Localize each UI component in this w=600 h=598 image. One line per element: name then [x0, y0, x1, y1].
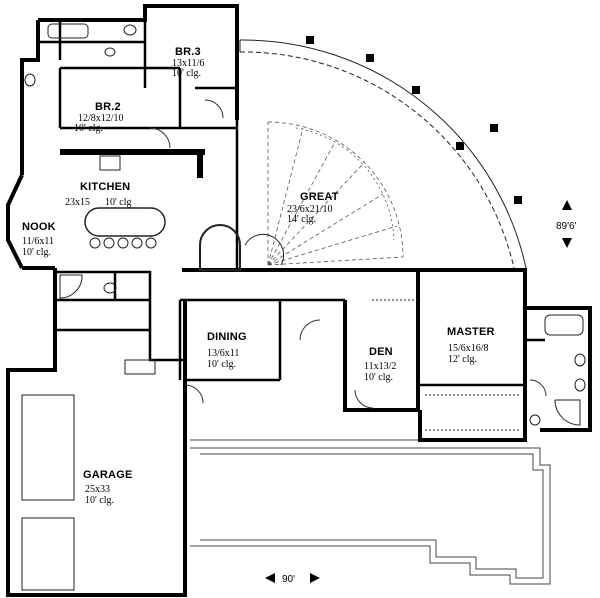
- room-den: DEN 11x13/2 10' clg.: [364, 346, 396, 383]
- patio-outline: [190, 439, 551, 585]
- room-kitchen-name: KITCHEN: [80, 181, 130, 193]
- room-great: GREAT 23/6x21/10 14' clg.: [287, 191, 339, 225]
- room-great-size: 23/6x21/10: [287, 204, 333, 215]
- room-br3: BR.3 13x11/6 10' clg.: [172, 46, 204, 79]
- deck-posts: [306, 36, 522, 204]
- depth-dimension-marker: 89'6': [556, 200, 577, 248]
- room-br2-name: BR.2: [95, 101, 121, 113]
- room-den-ceiling: 10' clg.: [364, 372, 393, 383]
- room-kitchen-ceiling: 10' clg: [105, 197, 132, 208]
- room-dining-size: 13/6x11: [207, 348, 239, 359]
- room-nook-ceiling: 10' clg.: [22, 247, 51, 258]
- curved-deck: [239, 39, 527, 269]
- room-garage-ceiling: 10' clg.: [85, 495, 114, 506]
- room-br3-size: 13x11/6: [172, 58, 204, 69]
- fixtures: [21, 23, 586, 591]
- room-den-size: 11x13/2: [364, 361, 396, 372]
- room-master-ceiling: 12' clg.: [448, 354, 477, 365]
- depth-dimension-label: 89'6': [556, 221, 577, 232]
- room-kitchen-size: 23x15: [65, 197, 90, 208]
- room-garage: GARAGE 25x33 10' clg.: [83, 469, 132, 506]
- room-br2-size: 12/8x12/10: [78, 113, 124, 124]
- interior-walls: [38, 20, 545, 387]
- room-br2-ceiling: 10' clg.: [74, 123, 103, 134]
- room-dining: DINING 13/6x11 10' clg.: [207, 331, 247, 370]
- room-br2: BR.2 12/8x12/10 10' clg.: [74, 101, 124, 134]
- doors: [149, 99, 547, 409]
- room-master-name: MASTER: [447, 326, 495, 338]
- room-br3-name: BR.3: [175, 46, 201, 58]
- room-great-ceiling: 14' clg.: [287, 214, 316, 225]
- room-dining-ceiling: 10' clg.: [207, 359, 236, 370]
- room-dining-name: DINING: [207, 331, 247, 343]
- room-br3-ceiling: 10' clg.: [172, 68, 201, 79]
- room-nook-name: NOOK: [22, 221, 56, 233]
- great-room-ceiling-pattern: [267, 121, 404, 266]
- exterior-walls: [6, 4, 592, 597]
- room-den-name: DEN: [369, 346, 393, 358]
- room-master-size: 15/6x16/8: [448, 343, 489, 354]
- width-dimension-label: 90': [282, 574, 295, 585]
- room-garage-name: GARAGE: [83, 469, 132, 481]
- room-nook-size: 11/6x11: [22, 236, 54, 247]
- room-master: MASTER 15/6x16/8 12' clg.: [447, 326, 495, 365]
- room-nook: NOOK 11/6x11 10' clg.: [22, 221, 56, 258]
- width-dimension-marker: 90': [265, 573, 320, 585]
- room-kitchen: KITCHEN 23x15 10' clg: [65, 181, 132, 208]
- room-garage-size: 25x33: [85, 484, 110, 495]
- room-great-name: GREAT: [300, 191, 339, 203]
